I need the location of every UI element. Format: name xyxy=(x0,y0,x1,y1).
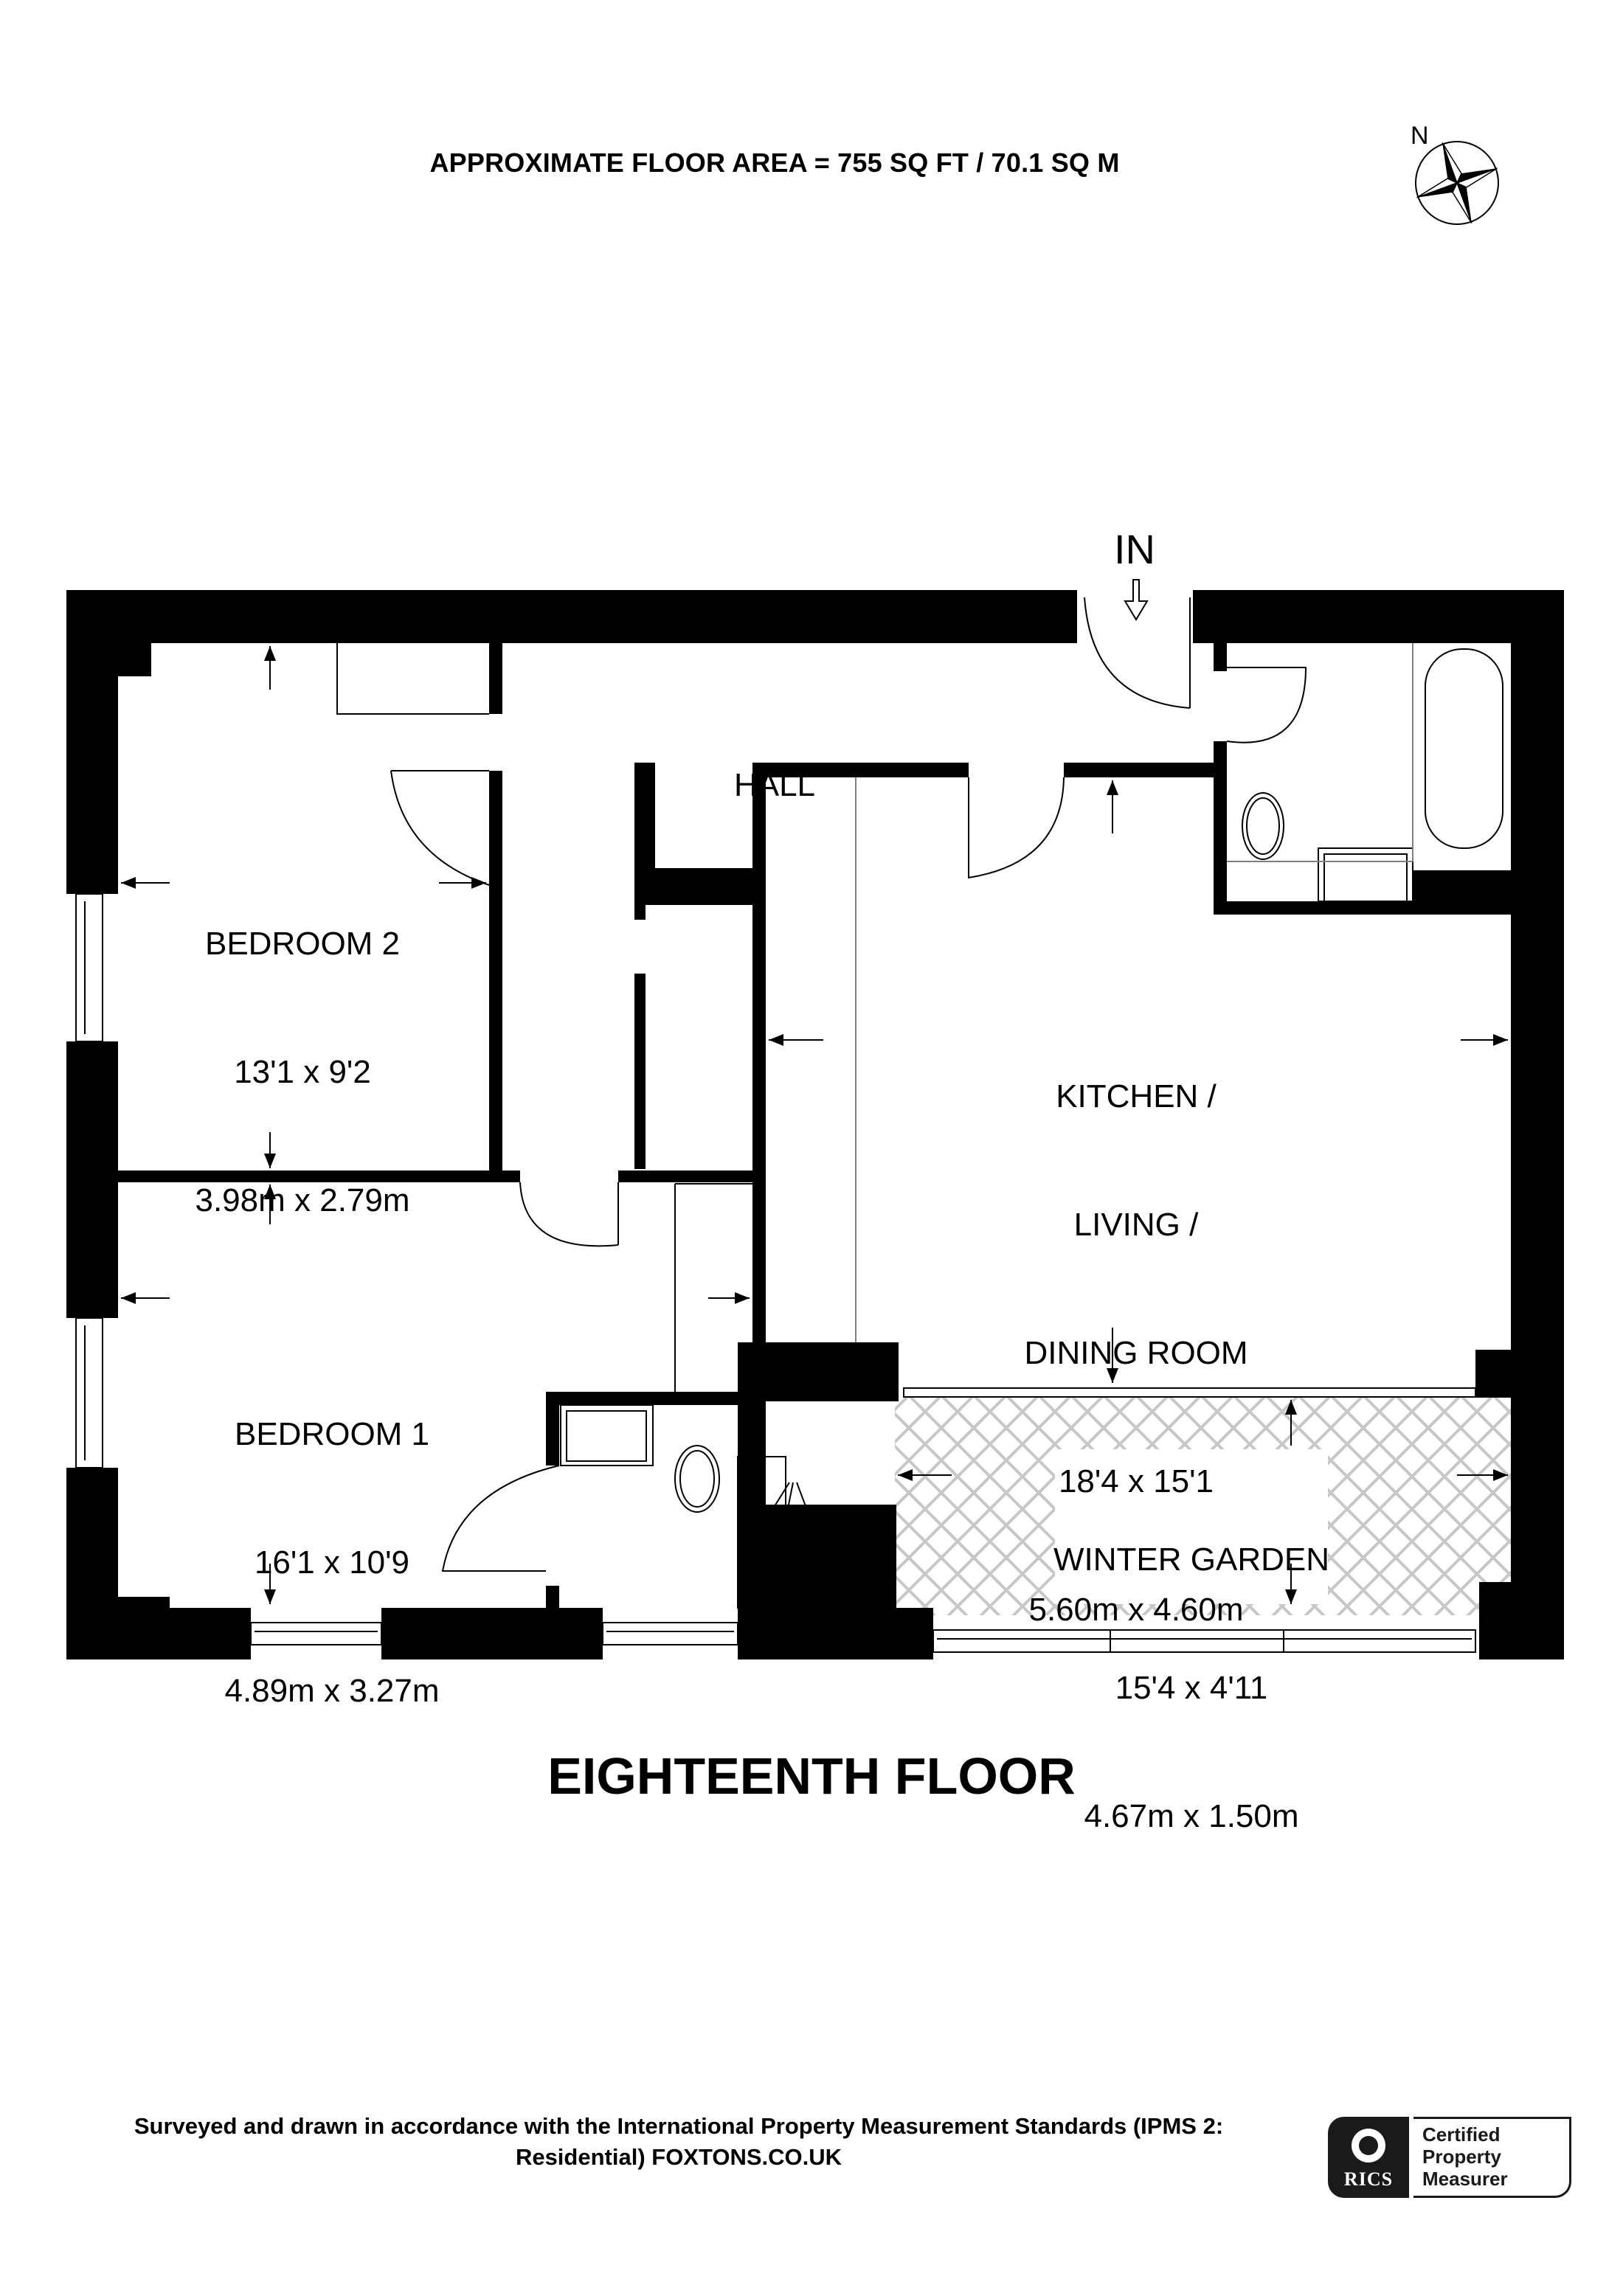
rics-wordmark: RICS xyxy=(1343,2168,1394,2190)
floor-area-heading: APPROXIMATE FLOOR AREA = 755 SQ FT / 70.… xyxy=(429,148,1120,178)
room-name: WINTER GARDEN xyxy=(1053,1541,1329,1578)
badge-line: Measurer xyxy=(1422,2168,1508,2190)
room-name-line: LIVING / xyxy=(1073,1207,1199,1243)
dimension-arrows xyxy=(121,646,1508,1604)
room-dimensions-metric: 4.67m x 1.50m xyxy=(1084,1798,1299,1834)
compass-north-label: N xyxy=(1411,122,1429,150)
survey-disclaimer: Surveyed and drawn in accordance with th… xyxy=(44,2111,1313,2173)
room-name-line: KITCHEN / xyxy=(1056,1078,1217,1114)
room-dimensions-imperial: 15'4 x 4'11 xyxy=(1115,1670,1268,1706)
room-dimensions-metric: 3.98m x 2.79m xyxy=(195,1182,410,1218)
room-name: HALL xyxy=(733,767,816,803)
windows xyxy=(75,893,1476,1653)
entrance-arrow-icon xyxy=(1124,579,1149,621)
badge-line: Property xyxy=(1422,2146,1501,2168)
rics-logo: RICS xyxy=(1328,2117,1409,2198)
room-dimensions-metric: 4.89m x 3.27m xyxy=(224,1673,440,1709)
rics-lion-crest-icon xyxy=(1352,2129,1385,2163)
door-swings xyxy=(390,597,1307,1572)
walls xyxy=(66,590,1564,1659)
room-name-line: DINING ROOM xyxy=(1024,1335,1248,1371)
room-label-kitchen-living-dining: KITCHEN / LIVING / DINING ROOM 18'4 x 15… xyxy=(989,990,1284,1674)
room-dimensions-imperial: 18'4 x 15'1 xyxy=(1058,1463,1214,1499)
survey-disclaimer-line-1: Surveyed and drawn in accordance with th… xyxy=(134,2113,1224,2139)
room-label-bedroom-2: BEDROOM 2 13'1 x 9'2 3.98m x 2.79m xyxy=(148,837,457,1265)
room-dimensions-metric: 5.60m x 4.60m xyxy=(1028,1592,1244,1628)
room-dimensions-imperial: 13'1 x 9'2 xyxy=(234,1054,371,1090)
floor-plan-drawing xyxy=(66,579,1564,1659)
room-name: BEDROOM 2 xyxy=(204,926,401,962)
room-label-bedroom-1: BEDROOM 1 16'1 x 10'9 4.89m x 3.27m xyxy=(177,1328,487,1755)
rics-certification-text: Certified Property Measurer xyxy=(1413,2117,1571,2198)
room-label-winter-garden: WINTER GARDEN 15'4 x 4'11 4.67m x 1.50m xyxy=(1048,1453,1335,1881)
badge-line: Certified xyxy=(1422,2123,1501,2146)
rics-certified-badge: RICS Certified Property Measurer xyxy=(1328,2117,1571,2198)
room-label-hall: HALL xyxy=(705,679,845,850)
floor-title: EIGHTEENTH FLOOR xyxy=(547,1747,1076,1805)
room-dimensions-imperial: 16'1 x 10'9 xyxy=(254,1544,410,1581)
fixtures xyxy=(336,643,1503,1609)
entrance-label: IN xyxy=(1114,526,1155,572)
survey-disclaimer-line-2: Residential) FOXTONS.CO.UK xyxy=(515,2144,842,2170)
compass-rose-icon xyxy=(1415,141,1499,225)
room-name: BEDROOM 1 xyxy=(234,1416,430,1452)
